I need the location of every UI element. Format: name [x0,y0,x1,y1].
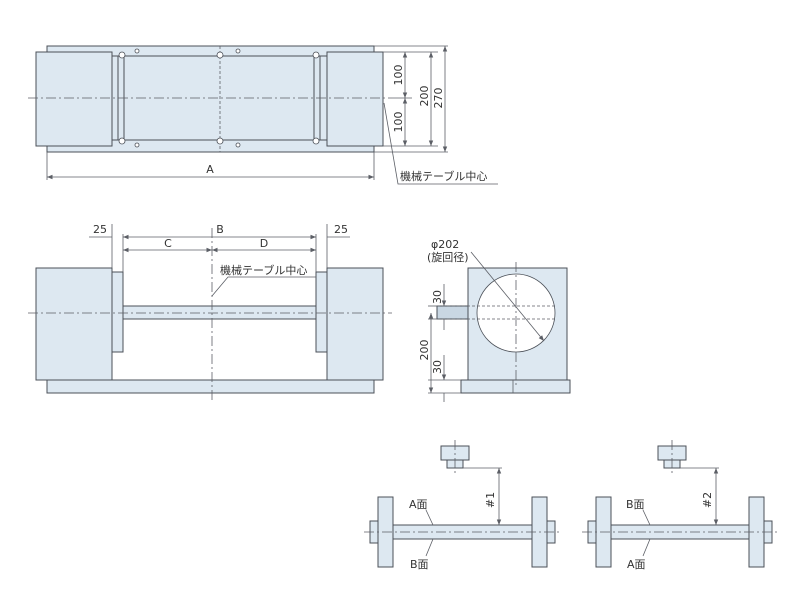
front-shaft [122,305,317,320]
front-base-plate [46,379,375,394]
top-dim-100-lower: 100 [392,112,405,133]
side-dim-30-upper: 30 [431,290,444,304]
side-swing-diameter: φ202 [431,238,459,251]
front-dim-b: B [216,223,224,236]
front-dim-25-right: 25 [334,223,348,236]
measure-2-dim: #2 [701,492,714,508]
side-shaft-stub [436,305,469,320]
measure-1-bottom-leader [425,538,434,557]
front-center-leader [211,276,316,297]
top-bolt-hole [235,142,241,148]
measure-2-bottom-leader [642,538,651,557]
side-base-plate [460,379,571,394]
top-hole [118,51,126,59]
top-center-leader [383,102,498,185]
side-dim-200: 200 [418,340,431,361]
top-hole [118,137,126,145]
side-swing-leader [470,251,545,342]
top-hole [312,51,320,59]
measure-1: #1 A面 B面 [364,440,562,571]
front-left-chuck [35,267,113,381]
top-center-label: 機械テーブル中心 [400,169,487,183]
measure-1-face-bottom: B面 [410,558,429,571]
top-right-chuck [326,51,384,147]
top-dim-100-upper: 100 [392,65,405,86]
measure-2-face-bottom: A面 [627,558,646,571]
top-bolt-hole [235,48,241,54]
measure-2-face-top: B面 [626,498,645,511]
top-dim-270: 270 [432,88,445,109]
top-bolt-hole [134,142,140,148]
front-left-plate [111,271,124,353]
side-dim-30-lower: 30 [431,360,444,374]
side-swing-note: (旋回径) [427,250,469,264]
top-left-chuck [35,51,113,147]
front-right-chuck [326,267,384,381]
measure-2: #2 B面 A面 [582,440,780,571]
top-dim-a: A [206,163,214,176]
front-center-label: 機械テーブル中心 [220,263,307,277]
front-dim-25-left: 25 [93,223,107,236]
front-dim-c: C [164,237,172,250]
measure-1-face-top: A面 [409,498,428,511]
front-right-plate [315,271,328,353]
measure-1-dim: #1 [484,492,497,508]
measure-1-top-leader [425,509,434,526]
top-view: A 100 100 200 270 機械テーブル中心 [28,45,498,185]
side-view: φ202 (旋回径) 30 200 30 [418,238,571,402]
front-dim-d: D [260,237,268,250]
top-hole [216,51,224,59]
measure-2-top-leader [642,509,651,526]
front-view: 25 B 25 C D 機械テーブル中心 [28,223,392,402]
top-bolt-hole [134,48,140,54]
top-dim-200: 200 [418,86,431,107]
top-hole [312,137,320,145]
top-hole [216,137,224,145]
